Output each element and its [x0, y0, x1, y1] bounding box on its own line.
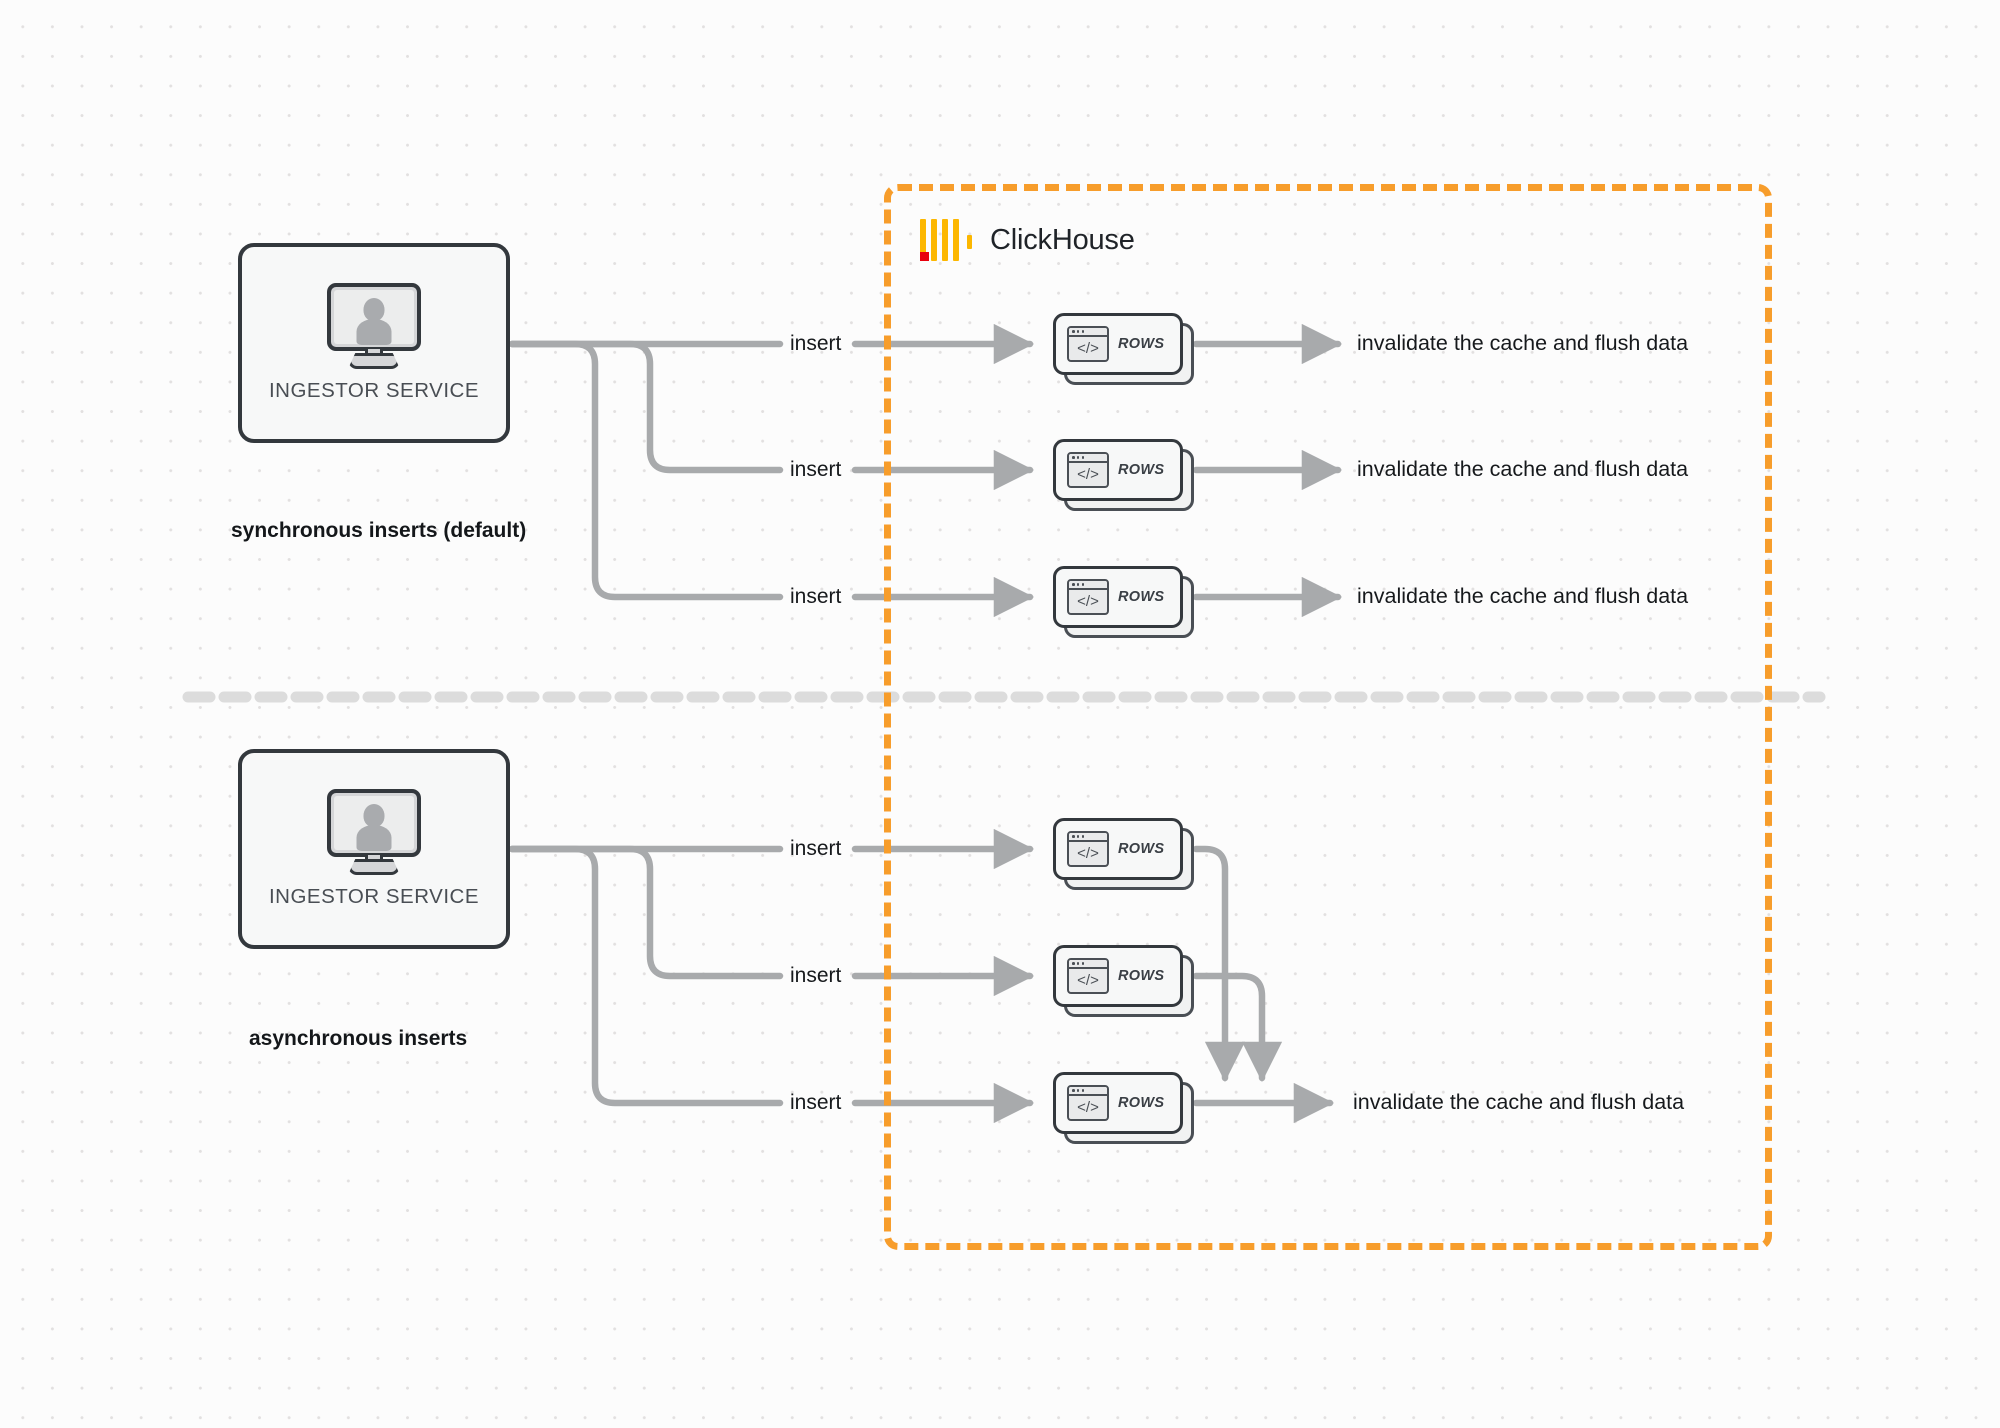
- clickhouse-boundary: [884, 184, 1772, 1250]
- code-window-icon: </>: [1067, 579, 1109, 615]
- outcome-label-async: invalidate the cache and flush data: [1353, 1090, 1685, 1114]
- sync-branch-3: [508, 340, 784, 601]
- rows-node-sync-2[interactable]: </> ROWS: [1053, 439, 1194, 511]
- rows-node-label: ROWS: [1118, 1095, 1165, 1111]
- rows-card-front: </> ROWS: [1053, 566, 1183, 628]
- caption-asynchronous: asynchronous inserts: [249, 1027, 468, 1050]
- rows-card-front: </> ROWS: [1053, 945, 1183, 1007]
- clickhouse-wordmark: ClickHouse: [990, 223, 1135, 256]
- rows-node-label: ROWS: [1118, 968, 1165, 984]
- edge-label-insert-async-1: insert: [790, 837, 842, 860]
- caption-synchronous: synchronous inserts (default): [231, 519, 527, 542]
- rows-node-label: ROWS: [1118, 589, 1165, 605]
- edge-label-insert-sync-3: insert: [790, 585, 842, 608]
- outcome-label-sync-2: invalidate the cache and flush data: [1357, 457, 1689, 481]
- sync-branch-2: [508, 340, 784, 474]
- rows-card-front: </> ROWS: [1053, 818, 1183, 880]
- monitor-user-icon: [327, 283, 421, 369]
- edge-label-insert-sync-1: insert: [790, 332, 842, 355]
- edge-label-insert-async-3: insert: [790, 1091, 842, 1114]
- code-window-icon: </>: [1067, 452, 1109, 488]
- outcome-label-sync-1: invalidate the cache and flush data: [1357, 331, 1689, 355]
- code-window-icon: </>: [1067, 1085, 1109, 1121]
- rows-card-front: </> ROWS: [1053, 313, 1183, 375]
- rows-node-label: ROWS: [1118, 841, 1165, 857]
- rows-card-front: </> ROWS: [1053, 439, 1183, 501]
- ingestor-label-async: INGESTOR SERVICE: [268, 885, 480, 908]
- monitor-user-icon: [327, 789, 421, 875]
- rows-card-front: </> ROWS: [1053, 1072, 1183, 1134]
- edge-label-insert-async-2: insert: [790, 964, 842, 987]
- rows-node-async-3[interactable]: </> ROWS: [1053, 1072, 1194, 1144]
- code-window-icon: </>: [1067, 958, 1109, 994]
- rows-node-label: ROWS: [1118, 462, 1165, 478]
- rows-node-async-1[interactable]: </> ROWS: [1053, 818, 1194, 890]
- rows-node-sync-1[interactable]: </> ROWS: [1053, 313, 1194, 385]
- async-branch-2: [508, 845, 784, 980]
- edge-label-insert-sync-2: insert: [790, 458, 842, 481]
- code-window-icon: </>: [1067, 326, 1109, 362]
- code-window-icon: </>: [1067, 831, 1109, 867]
- ingestor-service-sync[interactable]: INGESTOR SERVICE: [238, 243, 510, 443]
- ingestor-label-sync: INGESTOR SERVICE: [268, 379, 480, 402]
- rows-node-async-2[interactable]: </> ROWS: [1053, 945, 1194, 1017]
- rows-node-sync-3[interactable]: </> ROWS: [1053, 566, 1194, 638]
- rows-node-label: ROWS: [1118, 336, 1165, 352]
- clickhouse-brand: ClickHouse: [920, 218, 1135, 262]
- outcome-label-sync-3: invalidate the cache and flush data: [1357, 584, 1689, 608]
- clickhouse-logo-icon: [920, 219, 972, 261]
- async-branch-3: [508, 845, 784, 1107]
- ingestor-service-async[interactable]: INGESTOR SERVICE: [238, 749, 510, 949]
